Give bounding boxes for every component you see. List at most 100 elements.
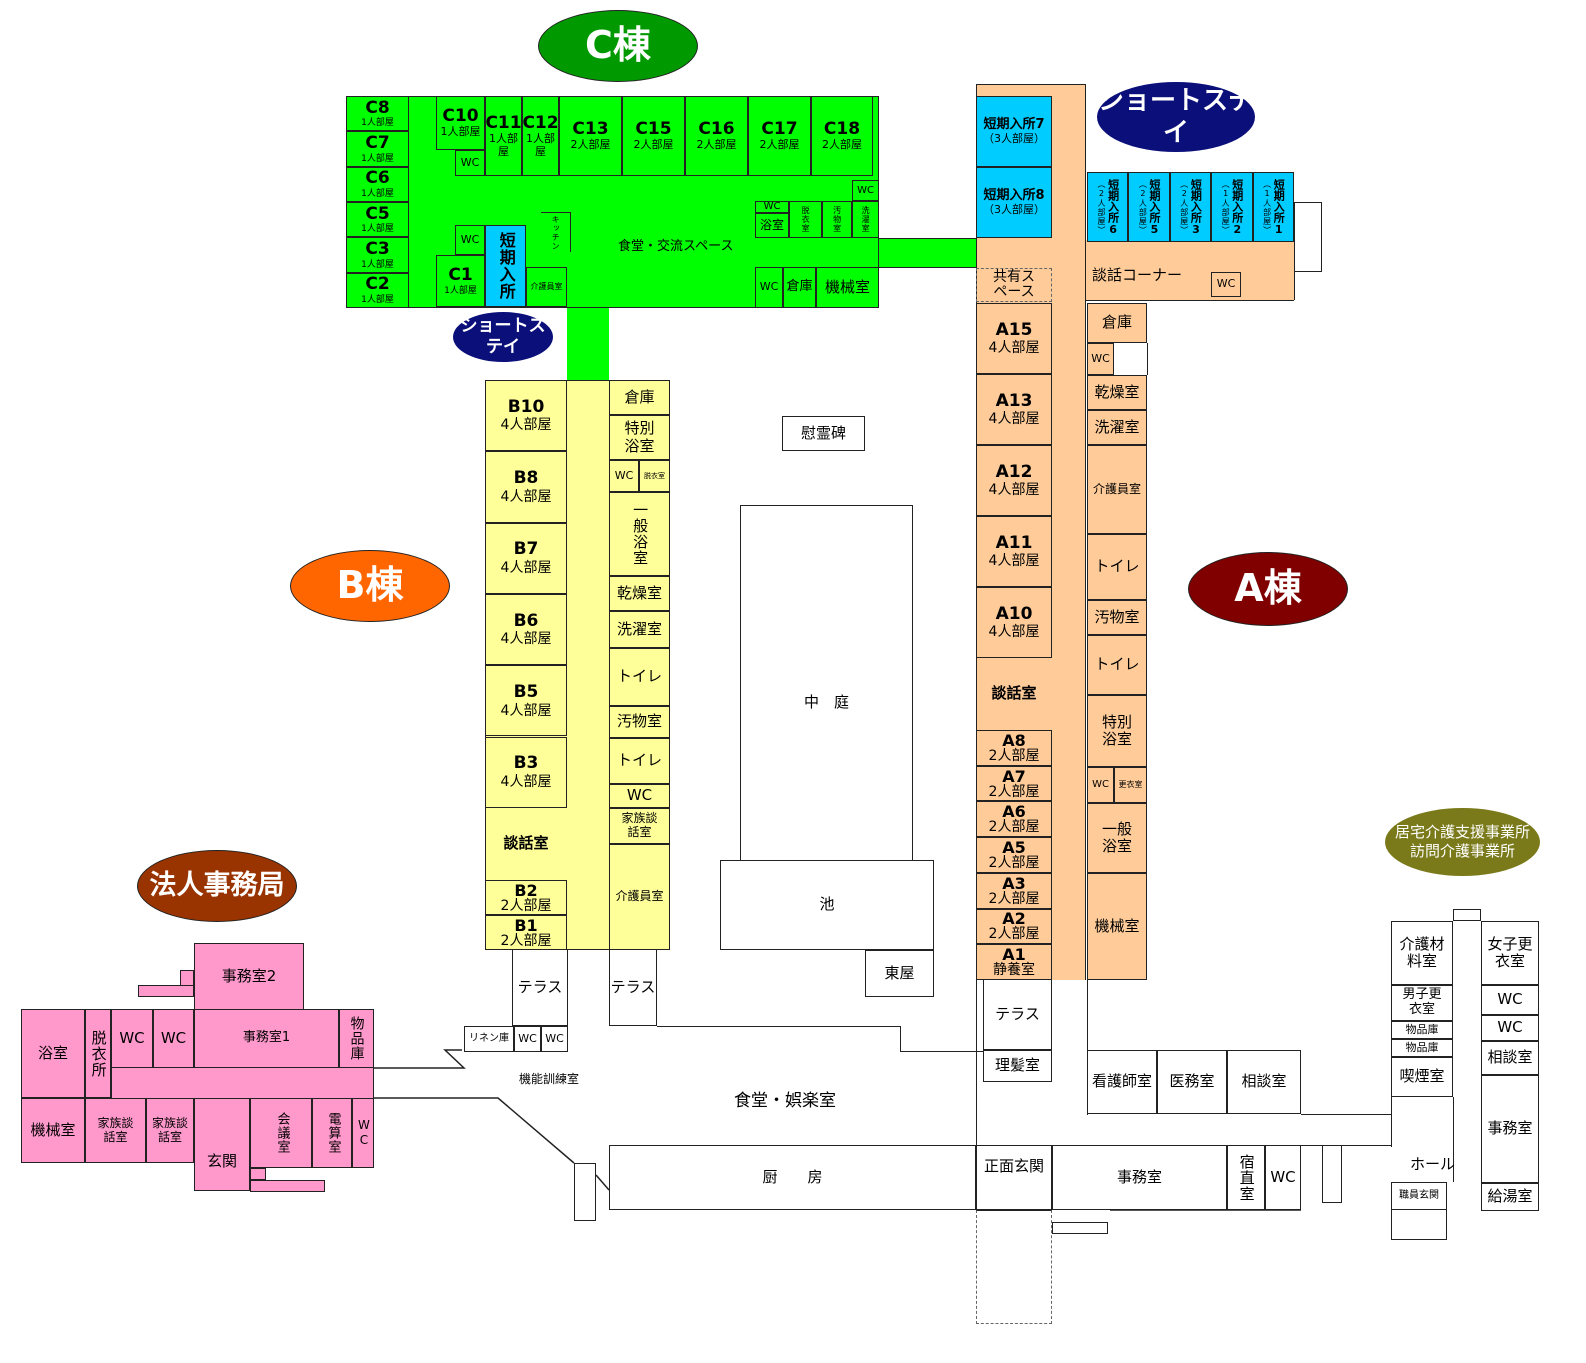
nurse-room: 看護師室 bbox=[1087, 1050, 1157, 1114]
main-entrance[interactable]: 正面玄関 bbox=[976, 1145, 1052, 1210]
a-laundry-label: 洗濯室 bbox=[1094, 417, 1140, 436]
room-short-stay-small-2[interactable]: （2人部屋）短期入所5 bbox=[1128, 172, 1170, 242]
south-stub bbox=[1322, 1145, 1342, 1203]
south-step bbox=[1052, 1222, 1108, 1234]
room-short-stay-small-3[interactable]: （2人部屋）短期入所3 bbox=[1169, 172, 1212, 242]
hq-bath-label: 浴室 bbox=[37, 1043, 68, 1062]
wc-label: WC bbox=[160, 1028, 187, 1047]
room-c-short-stay[interactable]: 短期入所 bbox=[485, 225, 526, 307]
store-label: 物品庫 bbox=[1405, 1040, 1439, 1054]
a-machine-label: 機械室 bbox=[1094, 916, 1140, 935]
hq-computer: 電算室 bbox=[312, 1098, 352, 1168]
room-type: 1人部屋 bbox=[361, 118, 394, 129]
b-toilet-1: トイレ bbox=[609, 648, 670, 706]
kitchen: 厨 房 bbox=[609, 1145, 976, 1210]
c-wc-bottom: WC bbox=[755, 267, 783, 308]
hq-computer-label: 電算室 bbox=[325, 1112, 341, 1154]
room-short-stay-small-1[interactable]: （2人部屋）短期入所6 bbox=[1087, 172, 1129, 242]
room-short-stay-small-4[interactable]: （1人部屋）短期入所2 bbox=[1211, 172, 1253, 242]
room-c1[interactable]: C1 1人部屋 bbox=[436, 255, 485, 307]
a-toilet-label: トイレ bbox=[1094, 557, 1140, 576]
a-drying-label: 乾燥室 bbox=[1094, 382, 1140, 401]
room-short-stay-7[interactable]: 短期入所7（3人部屋） bbox=[976, 96, 1052, 167]
dining-label: 食堂・娯楽室 bbox=[734, 1091, 836, 1111]
room-name: C7 bbox=[365, 133, 390, 154]
a-soiled-label: 汚物室 bbox=[1094, 607, 1140, 626]
b-wc: WC bbox=[609, 784, 670, 808]
room-name: C11 bbox=[485, 112, 522, 133]
hq-step-2 bbox=[138, 985, 194, 997]
room-type: 1人部屋 bbox=[526, 132, 555, 158]
a-locker: 更衣室 bbox=[1114, 767, 1147, 803]
a-wc-upper: WC bbox=[1087, 343, 1114, 375]
b-wc-bath: WC bbox=[609, 460, 639, 492]
room-name: A7 bbox=[1002, 766, 1026, 786]
b-lounge-label: 談話室 bbox=[503, 834, 549, 853]
staff-entrance[interactable]: 職員玄関 bbox=[1391, 1182, 1447, 1210]
room-type: 1人部屋 bbox=[440, 125, 481, 139]
hq-family-2: 家族談話室 bbox=[146, 1098, 194, 1163]
hq-corridor bbox=[111, 1068, 374, 1098]
room-type: （3人部屋） bbox=[983, 131, 1045, 145]
room-short-stay-small-5[interactable]: （1人部屋）短期入所1 bbox=[1252, 172, 1294, 242]
b-wc-label: WC bbox=[614, 468, 634, 482]
terrace-label: テラス bbox=[517, 977, 563, 996]
a-general-bath-label: 一般浴室 bbox=[1101, 819, 1132, 855]
passage-stub bbox=[574, 1163, 596, 1221]
c-wc-label: WC bbox=[460, 155, 480, 169]
hq-entrance[interactable]: 玄関 bbox=[194, 1098, 250, 1191]
a-shared-label: 共有スペース bbox=[993, 268, 1035, 300]
care-supplies-label: 介護材料室 bbox=[1399, 934, 1445, 970]
b-soiled: 汚物室 bbox=[609, 706, 670, 738]
store-2: 物品庫 bbox=[1391, 1039, 1453, 1057]
center-wc-2: WC bbox=[541, 1026, 568, 1052]
room-type: 2人部屋 bbox=[988, 854, 1040, 871]
nurse-label: 看護師室 bbox=[1091, 1072, 1152, 1091]
c-wc-label: WC bbox=[460, 232, 480, 246]
room-short-stay-8[interactable]: 短期入所8（3人部屋） bbox=[976, 167, 1052, 238]
room-type: （2人部屋） bbox=[1138, 179, 1148, 235]
center-wc-1: WC bbox=[514, 1026, 541, 1052]
room-type: 4人部屋 bbox=[500, 559, 552, 576]
a-general-bath: 一般浴室 bbox=[1087, 803, 1147, 873]
a-care-staff-label: 介護員室 bbox=[1092, 481, 1141, 496]
room-name: A3 bbox=[1002, 873, 1026, 893]
pond: 池 bbox=[720, 860, 934, 950]
mens-locker-label: 男子更衣室 bbox=[1402, 987, 1442, 1017]
room-name: C17 bbox=[761, 118, 798, 139]
